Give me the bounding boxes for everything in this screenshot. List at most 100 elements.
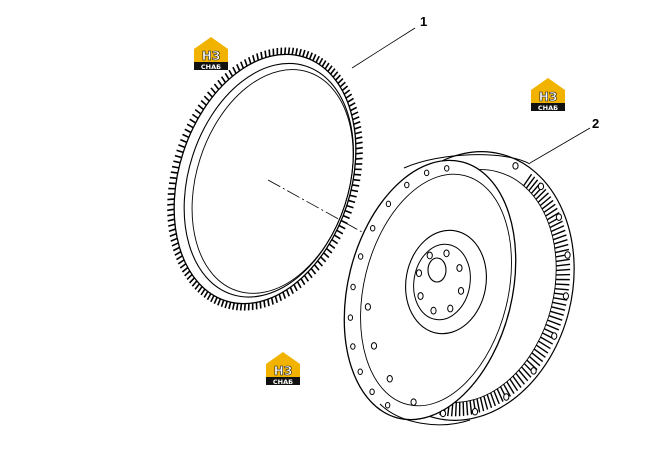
gear-tooth <box>293 284 298 292</box>
gear-tooth <box>231 302 235 310</box>
gear-tooth <box>318 57 324 65</box>
bolt-hole <box>347 314 354 321</box>
ring-gear-bore <box>191 69 354 294</box>
bolt-hole <box>564 251 571 259</box>
gear-tooth <box>539 196 552 207</box>
gear-tooth <box>260 51 263 59</box>
gear-tooth <box>353 178 361 182</box>
leader-line-2 <box>529 127 591 164</box>
gear-tooth <box>533 348 546 358</box>
gear-tooth <box>552 229 566 237</box>
gear-tooth <box>547 319 561 326</box>
gear-tooth <box>295 48 299 56</box>
bolt-hole <box>512 162 519 170</box>
logo-bar <box>266 377 300 385</box>
ring-gear-teeth <box>167 47 363 311</box>
gear-tooth <box>465 401 469 416</box>
gear-tooth <box>169 176 177 180</box>
gear-tooth <box>548 315 563 321</box>
gear-tooth <box>220 76 227 84</box>
gear-tooth <box>531 352 544 363</box>
bolt-hole <box>562 292 570 300</box>
gear-tooth <box>328 243 336 250</box>
flywheel-rim-edge-top <box>403 154 531 169</box>
gear-tooth <box>338 224 346 230</box>
gear-tooth <box>272 48 275 56</box>
gear-tooth <box>348 102 356 108</box>
bolt-hole <box>350 283 356 291</box>
gear-tooth <box>354 126 362 130</box>
bolt-hole <box>357 253 364 260</box>
bolt-hole <box>530 367 537 375</box>
gear-tooth <box>354 173 362 176</box>
logo-bottom-text: СНАБ <box>273 378 293 386</box>
gear-tooth <box>352 184 360 187</box>
gear-tooth <box>518 369 529 382</box>
gear-tooth <box>323 252 330 259</box>
gear-tooth <box>178 144 186 149</box>
gear-tooth <box>528 179 539 192</box>
gear-tooth <box>186 273 193 281</box>
gear-tooth <box>354 168 362 171</box>
gear-tooth <box>344 209 352 214</box>
gear-tooth <box>327 65 333 72</box>
leader-line-1 <box>351 27 416 69</box>
gear-tooth <box>181 266 189 273</box>
gear-tooth <box>168 182 176 185</box>
gear-tooth <box>182 133 190 139</box>
logo-house-shape <box>266 352 300 378</box>
bolt-hole <box>551 332 558 340</box>
gear-tooth <box>537 192 549 203</box>
gear-tooth <box>554 287 569 291</box>
gear-tooth <box>228 301 232 310</box>
logo-house-shape <box>194 37 228 63</box>
gear-tooth <box>184 128 192 134</box>
gear-tooth <box>355 157 363 160</box>
gear-tooth <box>313 264 320 271</box>
logo-house-shape <box>531 78 565 104</box>
bolt-hole <box>426 251 433 260</box>
bolt-hole <box>447 304 454 313</box>
gear-tooth <box>217 298 222 306</box>
logo-bottom-text: СНАБ <box>538 104 558 112</box>
gear-tooth <box>191 280 198 287</box>
ring-gear-outer-edge <box>173 53 357 305</box>
gear-tooth <box>329 68 336 75</box>
gear-tooth <box>312 53 317 62</box>
gear-tooth <box>555 248 570 254</box>
gear-tooth <box>189 277 195 284</box>
flywheel-hub-outer <box>405 229 487 335</box>
gear-tooth <box>200 99 207 106</box>
gear-tooth <box>556 268 571 272</box>
gear-tooth <box>489 392 497 407</box>
gear-tooth <box>545 207 558 217</box>
gear-tooth <box>493 390 500 405</box>
gear-tooth <box>479 397 485 412</box>
gear-tooth <box>512 375 522 388</box>
gear-tooth <box>553 239 568 245</box>
callout-label-2: 2 <box>592 116 599 131</box>
flywheel-hub-inner <box>413 243 471 321</box>
gear-tooth <box>203 291 209 298</box>
gear-tooth <box>210 87 217 94</box>
gear-tooth <box>276 48 279 56</box>
gear-tooth <box>172 246 180 252</box>
gear-tooth <box>167 208 175 212</box>
gear-tooth <box>476 398 481 413</box>
gear-tooth <box>170 171 178 174</box>
gear-tooth <box>550 310 564 316</box>
gear-tooth <box>255 302 258 310</box>
watermark-logo-2: НЗ СНАБ <box>531 78 565 112</box>
callout-label-1: 1 <box>420 14 427 29</box>
gear-tooth <box>355 163 363 165</box>
bolt-hole <box>456 264 463 272</box>
bolt-hole <box>471 407 479 416</box>
gear-tooth <box>224 72 230 80</box>
logo-top-text: НЗ <box>539 90 558 104</box>
logo-top-text: НЗ <box>202 49 221 63</box>
gear-tooth <box>354 131 362 135</box>
flywheel-rim-edge-bottom <box>379 403 471 426</box>
gear-tooth <box>298 48 302 57</box>
bolt-hole <box>370 342 378 350</box>
gear-tooth <box>351 111 359 116</box>
